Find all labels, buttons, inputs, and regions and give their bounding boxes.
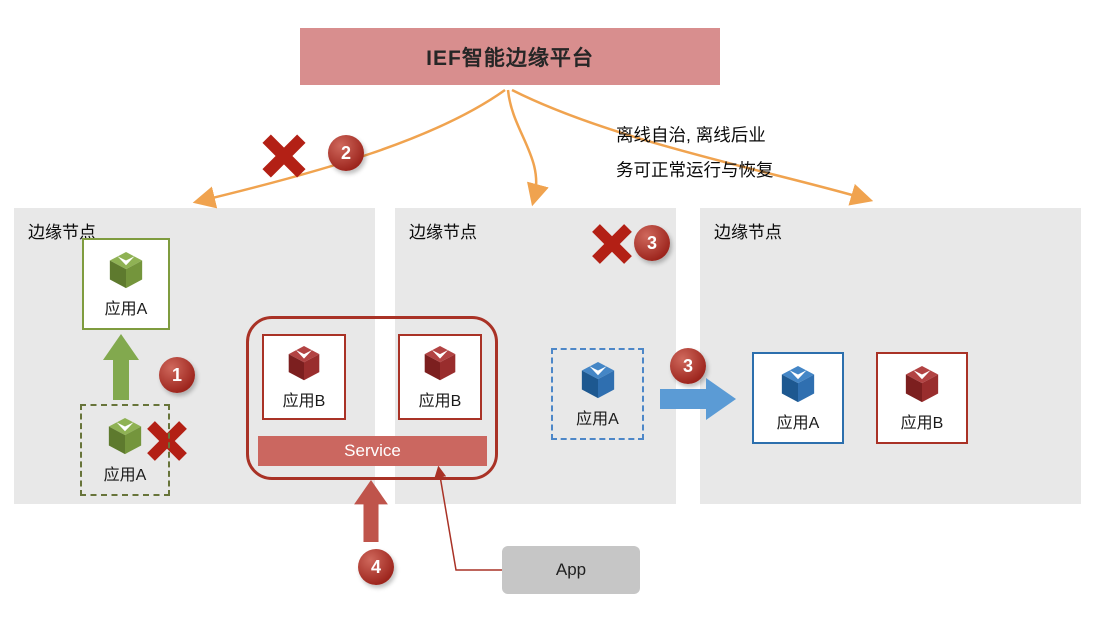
cube-icon-red	[905, 365, 939, 402]
app-a-failed-label: 应用A	[103, 466, 147, 484]
edge-node-label-3: 边缘节点	[714, 223, 782, 242]
app-a-migrated-box: 应用A	[752, 352, 844, 444]
app-b-node3-label: 应用B	[900, 414, 944, 432]
edge-node-label-2: 边缘节点	[409, 223, 477, 242]
app-b-left-label: 应用B	[282, 392, 326, 410]
migrate-right-arrow-icon	[660, 378, 736, 420]
app-a-offline-label: 应用A	[576, 410, 619, 428]
cube-icon-green	[109, 251, 143, 288]
edge-node-label-1: 边缘节点	[28, 223, 96, 242]
app-callout-box: App	[502, 546, 640, 594]
disconnect-cross-icon	[262, 134, 306, 178]
node-offline-cross-icon	[592, 224, 632, 264]
cube-icon-red	[424, 345, 456, 380]
app-a-offline-box: 应用A	[551, 348, 644, 440]
app-callout-label: App	[555, 560, 587, 579]
service-label: Service	[344, 441, 401, 460]
step-badge-2: 2	[328, 135, 364, 171]
cube-icon-red	[288, 345, 320, 380]
step-badge-1: 1	[159, 357, 195, 393]
service-up-arrow-icon	[354, 480, 388, 542]
cube-icon-green	[108, 417, 142, 454]
app-a-running-label: 应用A	[104, 300, 148, 318]
app-a-running-box: 应用A	[82, 238, 170, 330]
app-b-node3-box: 应用B	[876, 352, 968, 444]
app-a-migrated-label: 应用A	[776, 414, 820, 432]
offline-note-line1: 离线自治, 离线后业	[616, 125, 766, 145]
service-bar: Service	[258, 436, 487, 466]
app-a-failed-box: 应用A	[80, 404, 170, 496]
app-b-right-box: 应用B	[398, 334, 482, 420]
step-badge-3-migrate: 3	[670, 348, 706, 384]
cube-icon-blue	[781, 365, 815, 402]
restart-up-arrow-icon	[103, 334, 139, 400]
platform-title: IEF智能边缘平台	[426, 46, 594, 70]
platform-banner: IEF智能边缘平台	[300, 28, 720, 85]
app-b-right-label: 应用B	[418, 392, 462, 410]
connector-to-node2-arrow	[506, 89, 549, 207]
cube-icon-blue	[581, 361, 614, 398]
offline-note-line2: 务可正常运行与恢复	[616, 160, 774, 180]
step-badge-3-offline: 3	[634, 225, 670, 261]
service-group-ring	[246, 316, 498, 480]
step-badge-4: 4	[358, 549, 394, 585]
offline-note: 离线自治, 离线后业 务可正常运行与恢复	[616, 118, 774, 188]
app-b-left-box: 应用B	[262, 334, 346, 420]
app-failed-cross-icon	[147, 421, 187, 461]
